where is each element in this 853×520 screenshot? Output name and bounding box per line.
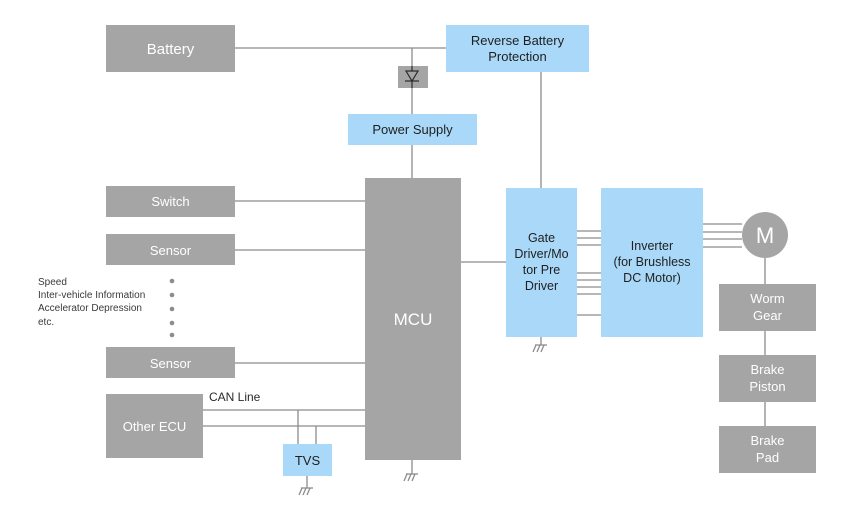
brake-piston-line2: Piston	[749, 379, 785, 394]
ground-icon	[532, 344, 547, 353]
motor-block: M	[742, 212, 788, 258]
gate-driver-line4: Driver	[525, 279, 558, 293]
battery-label: Battery	[147, 41, 195, 58]
sensor-block-bottom: Sensor	[106, 347, 235, 378]
brake-pad-line1: Brake	[751, 433, 785, 448]
diode-icon	[398, 66, 428, 88]
worm-gear-block: Worm Gear	[719, 284, 816, 331]
motor-label: M	[756, 223, 774, 248]
sensor-block-top: Sensor	[106, 234, 235, 265]
inverter-block: Inverter (for Brushless DC Motor)	[601, 188, 703, 337]
ground-icon	[403, 473, 418, 482]
gate-driver-line3: tor Pre	[523, 263, 561, 277]
worm-gear-line1: Worm	[750, 291, 784, 306]
switch-label: Switch	[151, 194, 189, 209]
inverter-line1: Inverter	[631, 239, 673, 253]
battery-block: Battery	[106, 25, 235, 72]
power-supply-label: Power Supply	[372, 122, 453, 137]
sensor-example-accelerator: Accelerator Depression	[38, 303, 142, 314]
sensor-top-label: Sensor	[150, 243, 192, 258]
wire-gate-inverter-bus	[577, 230, 601, 316]
vertical-ellipsis-icon	[169, 278, 175, 338]
reverse-battery-protection-block: Reverse Battery Protection	[446, 25, 589, 72]
wire-inverter-motor	[703, 223, 742, 248]
worm-gear-line2: Gear	[753, 308, 783, 323]
rbp-line1: Reverse Battery	[471, 33, 565, 48]
tvs-block: TVS	[283, 444, 332, 476]
power-supply-block: Power Supply	[348, 114, 477, 145]
other-ecu-label: Other ECU	[123, 419, 187, 434]
brake-pad-block: Brake Pad	[719, 426, 816, 473]
brake-piston-line1: Brake	[751, 362, 785, 377]
mcu-label: MCU	[394, 310, 433, 329]
wires	[203, 47, 766, 488]
sensor-examples: Speed Inter-vehicle Information Accelera…	[38, 277, 145, 328]
can-line-label: CAN Line	[209, 390, 261, 404]
sensor-bottom-label: Sensor	[150, 356, 192, 371]
sensor-example-speed: Speed	[38, 277, 67, 288]
rbp-line2: Protection	[488, 49, 547, 64]
sensor-example-inter-vehicle: Inter-vehicle Information	[38, 290, 145, 301]
gate-driver-block: Gate Driver/Mo tor Pre Driver	[506, 188, 577, 337]
ground-icon	[298, 487, 313, 496]
mcu-block: MCU	[365, 178, 461, 460]
sensor-example-etc: etc.	[38, 317, 54, 328]
tvs-label: TVS	[295, 453, 321, 468]
brake-piston-block: Brake Piston	[719, 355, 816, 402]
inverter-line3: DC Motor)	[623, 271, 681, 285]
switch-block: Switch	[106, 186, 235, 217]
brake-pad-line2: Pad	[756, 450, 779, 465]
other-ecu-block: Other ECU	[106, 394, 203, 458]
gate-driver-line1: Gate	[528, 231, 555, 245]
gate-driver-line2: Driver/Mo	[514, 247, 568, 261]
inverter-line2: (for Brushless	[613, 255, 690, 269]
